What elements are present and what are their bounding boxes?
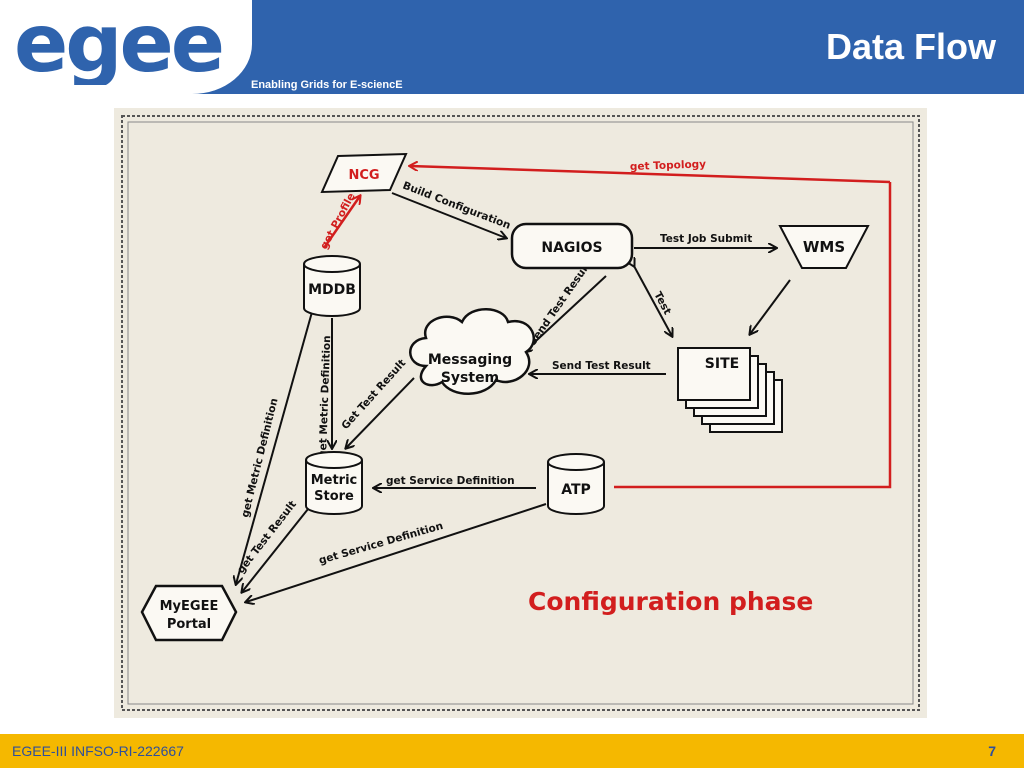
- footer-project-id: EGEE-III INFSO-RI-222667: [12, 743, 184, 759]
- node-messaging-system: Messaging System: [409, 308, 536, 395]
- label-test-job-submit: Test Job Submit: [660, 233, 752, 245]
- slide-header: egee Enabling Grids for E-sciencE Data F…: [0, 0, 1024, 96]
- node-wms: WMS: [778, 225, 870, 269]
- node-metric-store-label-1: Metric: [311, 473, 358, 488]
- slide-footer: EGEE-III INFSO-RI-222667 7: [0, 734, 1024, 768]
- node-portal-label-2: Portal: [167, 617, 211, 632]
- data-flow-diagram: get Topology get Profile Build Configura…: [121, 115, 920, 711]
- node-atp: ATP: [547, 453, 605, 515]
- diagram-frame: get Topology get Profile Build Configura…: [114, 108, 927, 718]
- node-wms-label: WMS: [803, 238, 845, 256]
- page-number: 7: [988, 743, 996, 759]
- label-get-service-definition: get Service Definition: [386, 475, 515, 487]
- edge-get-test-result-diag: [346, 377, 415, 448]
- label-get-profile: get Profile: [318, 191, 358, 251]
- node-mddb: MDDB: [303, 255, 361, 317]
- edge-test: [634, 266, 672, 336]
- label-get-metric-definition-vert: get Metric Definition: [317, 335, 333, 458]
- logo-area: egee: [0, 0, 252, 94]
- node-myegee-portal: MyEGEE Portal: [140, 584, 238, 642]
- phase-label: Configuration phase: [528, 587, 813, 616]
- node-site-label: SITE: [705, 356, 739, 372]
- node-metric-store: Metric Store: [305, 451, 363, 515]
- node-nagios: NAGIOS: [510, 222, 634, 270]
- tagline: Enabling Grids for E-sciencE: [251, 79, 403, 91]
- edge-get-service-definition-lower: [246, 503, 547, 602]
- slide-title: Data Flow: [825, 26, 996, 67]
- node-metric-store-label-2: Store: [314, 489, 354, 504]
- node-nagios-label: NAGIOS: [541, 240, 602, 256]
- label-get-topology: get Topology: [630, 158, 707, 173]
- edge-build-configuration: [391, 192, 506, 238]
- node-mddb-label: MDDB: [308, 282, 356, 298]
- logo-text: egee: [14, 5, 222, 85]
- header-strip: [0, 78, 1024, 94]
- edge-send-test-result-diag: [524, 275, 607, 352]
- node-ncg-label: NCG: [348, 168, 379, 183]
- node-site: SITE: [677, 347, 783, 433]
- frame-outer-border: [121, 115, 920, 711]
- label-send-test-result: Send Test Result: [552, 360, 651, 372]
- edge-get-profile: [322, 196, 360, 249]
- label-build-configuration: Build Configuration: [401, 180, 512, 232]
- label-send-test-result-diag: Send Test Result: [527, 260, 593, 348]
- edge-get-topology: [410, 166, 891, 184]
- frame-inner-border: [127, 121, 914, 705]
- edge-get-test-result-left: [242, 503, 313, 592]
- node-messaging-label-1: Messaging: [428, 352, 512, 368]
- node-atp-label: ATP: [561, 482, 591, 498]
- egee-logo: egee: [14, 5, 225, 85]
- edge-red-loop: [614, 182, 892, 489]
- edge-wms-to-site: [750, 279, 791, 334]
- node-ncg: NCG: [320, 152, 408, 194]
- edge-get-metric-definition-left: [236, 311, 313, 584]
- node-messaging-label-2: System: [441, 370, 499, 386]
- node-portal-label-1: MyEGEE: [160, 599, 219, 614]
